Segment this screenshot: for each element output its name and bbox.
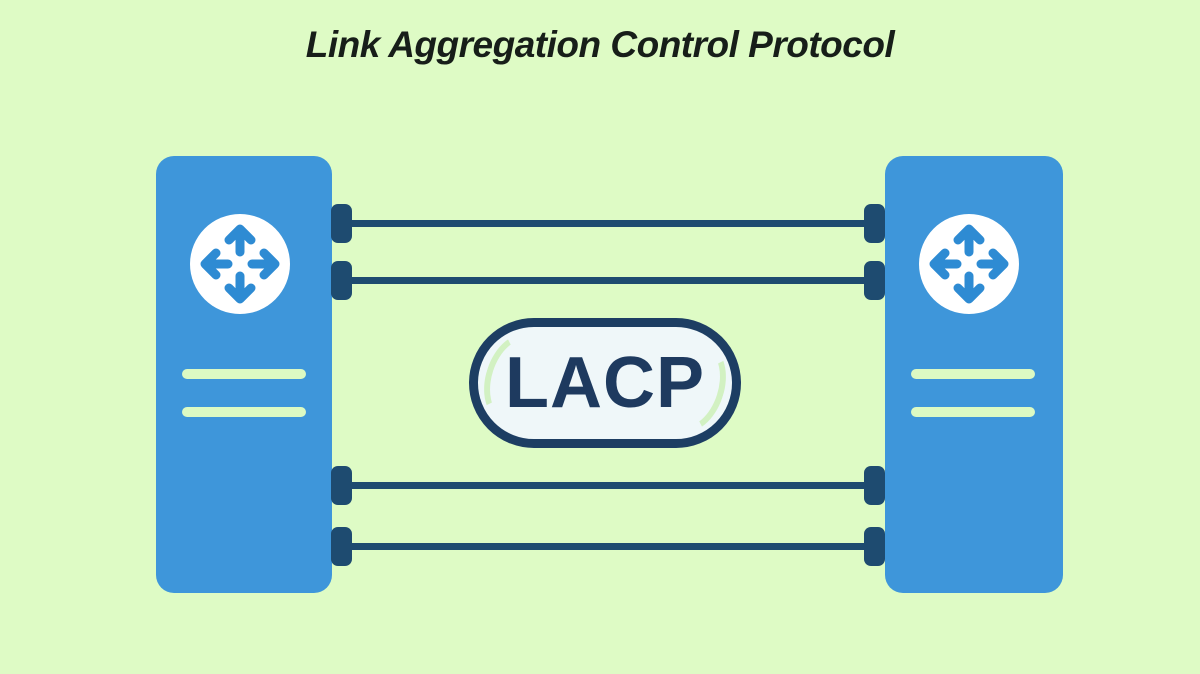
port [331,204,352,243]
lacp-badge: LACP [469,318,741,448]
port [864,527,885,566]
route-icon [919,214,1019,314]
aggregated-link-2 [342,277,874,284]
route-icon [190,214,290,314]
lacp-badge-label: LACP [505,343,705,423]
switch-right [885,156,1063,593]
diagram-title: Link Aggregation Control Protocol [305,24,895,65]
vent-line [911,369,1035,379]
vent-line [182,369,306,379]
port [864,261,885,300]
port [864,466,885,505]
port [331,527,352,566]
port [331,466,352,505]
vent-line [182,407,306,417]
aggregated-link-4 [342,543,874,550]
vent-line [911,407,1035,417]
aggregated-link-1 [342,220,874,227]
switch-left [156,156,332,593]
aggregated-link-3 [342,482,874,489]
port [864,204,885,243]
port [331,261,352,300]
